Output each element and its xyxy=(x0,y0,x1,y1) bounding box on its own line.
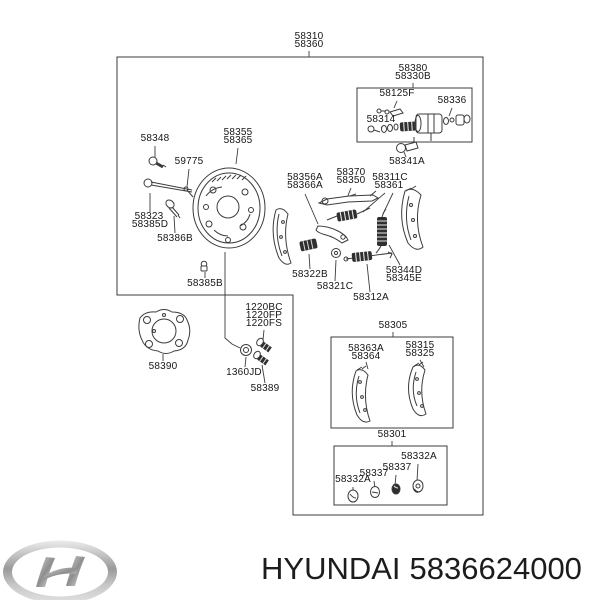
part-label-58345E: 58345E xyxy=(386,273,422,284)
part-label-58315: 58315 xyxy=(405,340,435,351)
part-label-58364: 58364 xyxy=(351,351,381,362)
part-label-58323: 58323 xyxy=(134,211,164,222)
flange-drawing xyxy=(138,309,191,354)
part-label-1360JD: 1360JD xyxy=(226,367,262,378)
left-shoe-drawing xyxy=(272,208,292,265)
part-label-1220FP: 1220FP xyxy=(245,310,283,321)
clip-58385B-drawing xyxy=(200,260,208,272)
right-shoe-drawing xyxy=(401,185,424,250)
hardware-kit-box xyxy=(333,445,448,506)
part-label-1220FS: 1220FS xyxy=(245,318,283,329)
stud-58389-drawing xyxy=(253,350,269,366)
part-label-58386B: 58386B xyxy=(157,233,193,244)
part-label-58310: 58310 xyxy=(294,31,324,42)
shoe-kit-left-shoe xyxy=(351,365,371,423)
brake-pad-drawing xyxy=(299,238,318,252)
footer-part-text: HYUNDAI 5836624000 xyxy=(261,552,582,586)
bracket-drawing xyxy=(396,137,419,153)
brand-name: HYUNDAI xyxy=(261,551,401,586)
wheel-cylinder-drawing xyxy=(367,108,471,141)
plug-1360JD-drawing xyxy=(240,344,252,356)
part-label-58322B: 58322B xyxy=(292,269,328,280)
adjuster-lever-drawing xyxy=(315,225,349,244)
part-label-58348: 58348 xyxy=(140,133,170,144)
part-label-58336: 58336 xyxy=(437,95,467,106)
part-label-58314: 58314 xyxy=(366,114,396,125)
return-spring-drawing xyxy=(326,207,371,222)
leader-lines xyxy=(149,51,453,493)
part-label-58356A: 58356A xyxy=(287,172,323,183)
part-label-58301: 58301 xyxy=(377,429,407,440)
part-label-58380: 58380 xyxy=(398,63,428,74)
part-label-58332A-left: 58332A xyxy=(335,474,371,485)
part-label-58363A: 58363A xyxy=(348,343,384,354)
shoe-kit-box xyxy=(330,336,454,429)
part-label-58365: 58365 xyxy=(223,135,253,146)
part-label-1220BC: 1220BC xyxy=(245,302,283,313)
long-spring-drawing xyxy=(375,208,387,254)
backing-plate-drawing xyxy=(192,167,266,249)
part-label-58332A-right: 58332A xyxy=(401,451,437,462)
hardware-fasteners-drawing xyxy=(347,479,424,503)
part-label-58385D: 58385D xyxy=(131,219,169,230)
part-label-58305: 58305 xyxy=(378,320,408,331)
pin-58323-drawing xyxy=(143,178,193,193)
part-label-58360: 58360 xyxy=(294,39,324,50)
adjuster-rod-drawing xyxy=(343,251,393,262)
part-label-58389: 58389 xyxy=(250,383,280,394)
part-label-58370: 58370 xyxy=(336,167,366,178)
pin-58386B-drawing xyxy=(165,199,181,219)
part-label-58325: 58325 xyxy=(405,348,435,359)
part-label-59775: 59775 xyxy=(174,156,204,167)
part-label-58311C: 58311C xyxy=(372,172,408,183)
part-label-58366A: 58366A xyxy=(287,180,323,191)
part-label-58355: 58355 xyxy=(223,127,253,138)
part-number: 5836624000 xyxy=(409,551,582,586)
part-label-58337-1: 58337 xyxy=(359,468,389,479)
part-label-58321C: 58321C xyxy=(316,281,354,292)
part-label-58350: 58350 xyxy=(336,175,366,186)
strut-drawing xyxy=(317,190,380,206)
part-label-58312A: 58312A xyxy=(353,292,389,303)
part-label-58390: 58390 xyxy=(148,361,178,372)
part-label-58125F: 58125F xyxy=(379,88,415,99)
grommet-drawing xyxy=(331,248,341,258)
bolt-58348-drawing xyxy=(148,156,167,169)
stud-1220-drawing xyxy=(256,337,272,353)
part-label-58385B: 58385B xyxy=(187,278,223,289)
shoe-kit-right-shoe xyxy=(408,361,427,417)
part-label-58344D: 58344D xyxy=(385,265,423,276)
part-label-58361: 58361 xyxy=(374,180,404,191)
part-label-58330B: 58330B xyxy=(395,71,431,82)
diagram-outline xyxy=(116,56,484,516)
hyundai-logo-icon xyxy=(3,540,117,600)
part-label-58337-2: 58337 xyxy=(382,462,412,473)
part-label-58341A: 58341A xyxy=(389,156,425,167)
